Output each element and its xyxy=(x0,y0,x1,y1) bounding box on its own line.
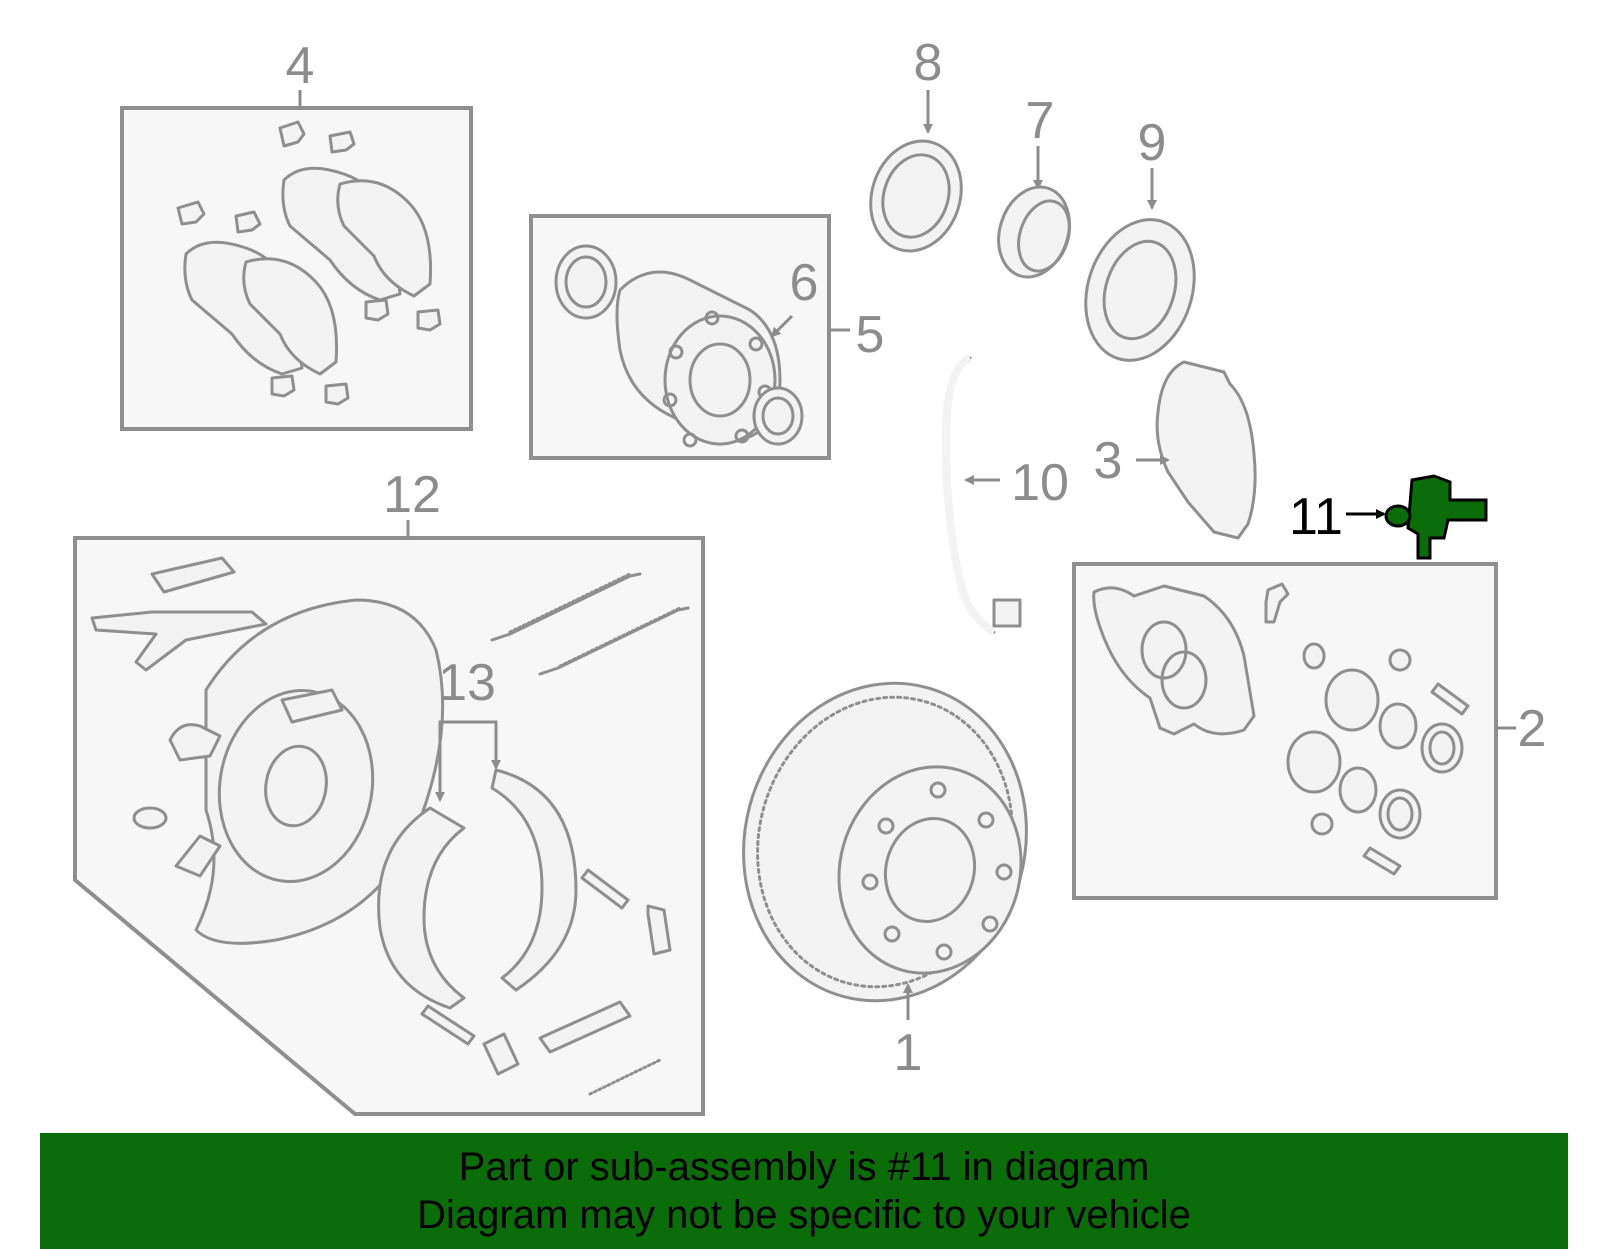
bleeder-screw xyxy=(1388,648,1412,672)
callout-6: 6 xyxy=(790,254,819,312)
bleeder-screw xyxy=(1310,812,1334,836)
pad-clip xyxy=(278,120,306,148)
bearing-race xyxy=(869,139,963,253)
hose-fitting xyxy=(992,598,1022,628)
pad-clip xyxy=(328,130,356,154)
caliper-bracket xyxy=(1155,360,1257,540)
adjuster-spring xyxy=(588,1058,662,1096)
callout-2: 2 xyxy=(1518,700,1547,758)
parking-brake-shoe xyxy=(377,806,466,1010)
piston-seal xyxy=(1378,788,1422,840)
guide-pin xyxy=(1362,846,1402,876)
pad-clip xyxy=(364,298,390,322)
brake-pad xyxy=(336,179,433,298)
parking-brake-lever xyxy=(90,610,268,672)
footer-banner: Part or sub-assembly is #11 in diagram D… xyxy=(40,1133,1568,1249)
callout-4: 4 xyxy=(286,37,315,95)
caliper-bracket-part: 3 xyxy=(1094,360,1257,540)
brake-pad xyxy=(242,257,339,376)
callout-1: 1 xyxy=(894,1024,923,1082)
pad-clip xyxy=(234,210,262,234)
guide-pin xyxy=(1430,682,1470,716)
sensor-part-11 xyxy=(1406,474,1488,560)
callout-9: 9 xyxy=(1138,114,1167,172)
shoe-anchor xyxy=(280,688,344,724)
return-spring xyxy=(490,572,642,642)
pad-clip xyxy=(324,382,350,406)
hold-down-pin xyxy=(420,1004,476,1046)
parking-brake-group: 12 13 xyxy=(73,466,705,1116)
caliper-kit-group: 2 xyxy=(1072,562,1547,900)
bleeder-cap xyxy=(1302,642,1326,670)
brake-caliper xyxy=(1092,584,1256,736)
bearing-parts: 8 7 9 xyxy=(869,34,1196,362)
callout-10: 10 xyxy=(1011,454,1069,512)
hub-assembly-group: 5 6 xyxy=(529,214,885,460)
caliper-piston xyxy=(1286,730,1342,794)
piston-seal xyxy=(1338,766,1378,814)
mount-bracket xyxy=(174,834,222,878)
brake-rotor-part: 1 xyxy=(742,681,1028,1082)
brake-pad-kit-group: 4 xyxy=(120,37,473,431)
caliper-piston xyxy=(1324,668,1380,732)
callout-8: 8 xyxy=(914,34,943,92)
piston-seal xyxy=(1378,702,1418,750)
callout-5: 5 xyxy=(856,306,885,364)
callout-12: 12 xyxy=(383,466,441,524)
pad-clip xyxy=(176,200,206,226)
highlighted-part-11: 11 xyxy=(1289,474,1488,560)
plug xyxy=(132,806,168,830)
adjuster-screw xyxy=(538,1000,632,1054)
bleeder-screw xyxy=(1264,582,1290,624)
hold-down-pin xyxy=(580,868,630,910)
callout-7: 7 xyxy=(1026,92,1055,150)
callout-11: 11 xyxy=(1289,488,1343,546)
hold-down-clip xyxy=(482,1032,520,1076)
callout-13: 13 xyxy=(438,654,496,712)
hub-flange xyxy=(663,314,777,446)
hub-gasket xyxy=(1084,218,1196,362)
parking-brake-shoe xyxy=(490,768,578,992)
hold-down-clip xyxy=(646,904,672,956)
brake-hose-part: 10 xyxy=(941,354,1069,636)
backing-plate-mount xyxy=(168,723,222,762)
hub-seal xyxy=(752,386,804,446)
footer-line-1: Part or sub-assembly is #11 in diagram xyxy=(458,1145,1150,1189)
footer-line-2: Diagram may not be specific to your vehi… xyxy=(417,1193,1191,1237)
pad-clip xyxy=(416,308,442,332)
pad-clip xyxy=(270,374,296,398)
adjuster-lever xyxy=(150,556,236,594)
piston-seal xyxy=(1420,722,1464,774)
callout-3: 3 xyxy=(1094,432,1123,490)
